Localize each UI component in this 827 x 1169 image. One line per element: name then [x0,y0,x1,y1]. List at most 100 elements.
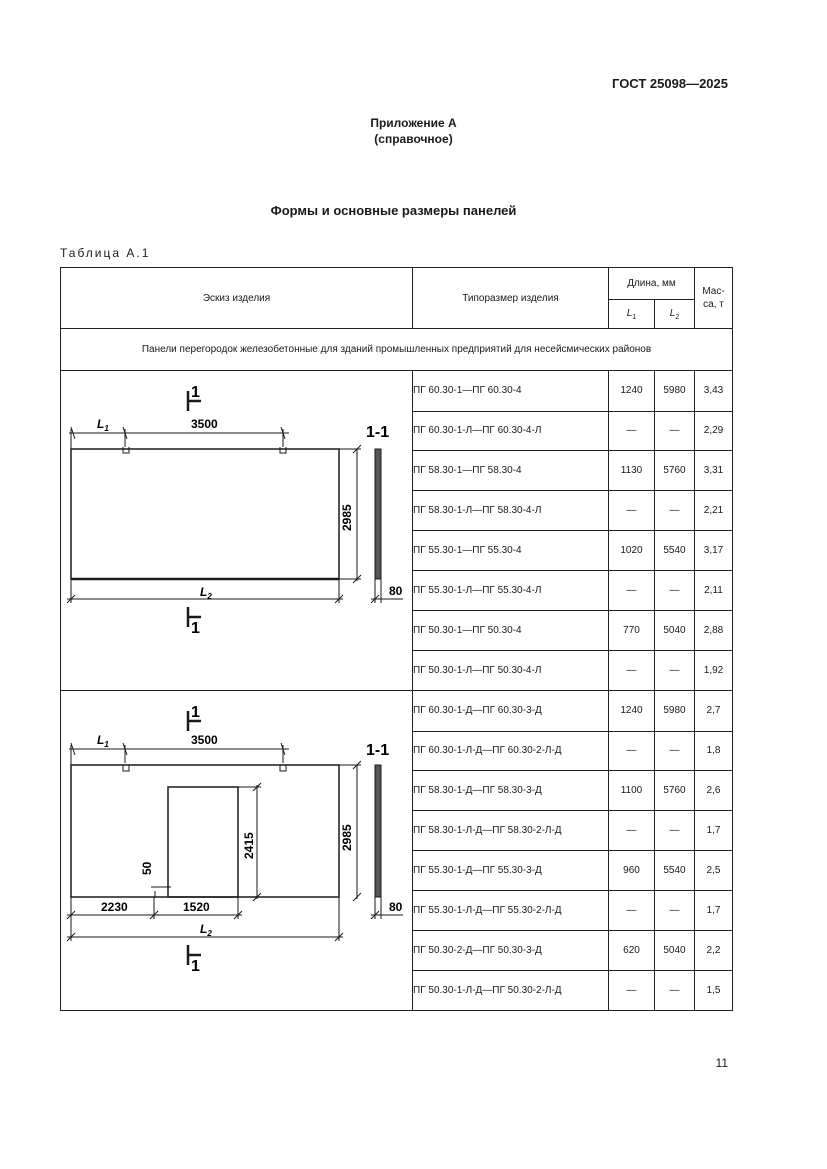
dim-3500: 3500 [191,733,218,747]
row-l1: — [608,490,655,531]
header-l1-text: L [626,307,633,319]
row-l1: 960 [608,849,655,892]
table-row: ПГ 55.30-1-Л-Д—ПГ 55.30-2-Л-Д — — 1,7 [61,890,733,931]
header-mass-text: Мас- са, т [702,286,725,310]
row-mass: 2,21 [694,490,733,531]
table-row: ПГ 58.30-1-Д—ПГ 58.30-3-Д 1100 5760 2,6 [61,769,733,812]
table-row: ПГ 58.30-1-Л-Д—ПГ 58.30-2-Л-Д — — 1,7 [61,810,733,851]
table-row: ПГ 50.30-1—ПГ 50.30-4 770 5040 2,88 [61,609,733,652]
table-row: L1 3500 1 1 1-1 2415 2985 50 2230 1520 L… [60,690,733,1011]
row-l2: — [654,970,695,1011]
table-row: ПГ 50.30-1-Л—ПГ 50.30-4-Л — — 1,92 [61,650,733,691]
standard-code: ГОСТ 25098—2025 [612,76,728,91]
header-l2-text: L [669,307,676,319]
row-l1: — [608,890,655,931]
l2-label: L2 [200,585,212,601]
table-row: ПГ 58.30-1-Л—ПГ 58.30-4-Л — — 2,21 [61,490,733,531]
header-l2-sub: 2 [675,313,680,321]
row-mass: 2,2 [694,929,733,972]
row-mass: 2,88 [694,609,733,652]
sketch-panel-solid: L1 3500 1 1 1-1 2985 L2 80 [60,370,413,691]
annex-subtitle: (справочное) [374,132,453,146]
row-l2: 5980 [654,370,695,412]
row-l2: 5540 [654,849,695,892]
row-l1: 620 [608,929,655,972]
row-l1: 1130 [608,449,655,492]
table-row: L1 3500 1 1 1-1 2985 L2 80 ПГ 60.30-1—ПГ… [60,370,733,691]
row-l2: — [654,730,695,771]
row-l2: — [654,810,695,851]
door-opening [167,786,239,898]
row-name: ПГ 60.30-1—ПГ 60.30-4 [412,370,609,412]
header-sketch: Эскиз изделия [60,267,413,329]
l2-label: L2 [200,922,212,938]
row-l2: 5040 [654,929,695,972]
row-mass: 2,11 [694,570,733,611]
row-l1: — [608,570,655,611]
dim-2230: 2230 [101,900,128,914]
table-label: Таблица А.1 [60,246,151,260]
row-name: ПГ 50.30-2-Д—ПГ 50.30-3-Д [412,929,609,972]
row-mass: 2,29 [694,410,733,451]
section-title: Формы и основные размеры панелей [270,203,517,218]
row-mass: 3,17 [694,529,733,572]
row-mass: 3,43 [694,370,733,412]
section-mark-bottom-label: 1 [191,620,200,637]
header-l1: L1 [608,299,655,329]
dim-1520: 1520 [183,900,210,914]
section-label: 1-1 [366,424,389,441]
table-row: ПГ 60.30-1-Л-Д—ПГ 60.30-2-Л-Д — — 1,8 [61,730,733,771]
header-l2: L2 [654,299,695,329]
row-mass: 2,7 [694,690,733,732]
row-l1: 1020 [608,529,655,572]
row-l2: 5040 [654,609,695,652]
section-strip [374,764,382,898]
row-name: ПГ 60.30-1-Д—ПГ 60.30-3-Д [412,690,609,732]
row-l1: 1240 [608,370,655,412]
table-row: ПГ 50.30-1-Л-Д—ПГ 50.30-2-Л-Д — — 1,5 [61,970,733,1011]
table-row: ПГ 55.30-1-Д—ПГ 55.30-3-Д 960 5540 2,5 [61,849,733,892]
row-l2: 5540 [654,529,695,572]
row-name: ПГ 55.30-1-Д—ПГ 55.30-3-Д [412,849,609,892]
row-mass: 1,7 [694,810,733,851]
row-name: ПГ 60.30-1-Л-Д—ПГ 60.30-2-Л-Д [412,730,609,771]
row-l1: — [608,810,655,851]
row-mass: 2,6 [694,769,733,812]
row-mass: 1,7 [694,890,733,931]
row-l1: — [608,730,655,771]
row-name: ПГ 50.30-1—ПГ 50.30-4 [412,609,609,652]
row-l1: — [608,410,655,451]
dim-2985: 2985 [340,504,354,531]
row-mass: 1,92 [694,650,733,691]
row-mass: 1,5 [694,970,733,1011]
section-label: 1-1 [366,742,389,759]
dim-50: 50 [140,861,154,875]
dim-3500: 3500 [191,417,218,431]
header-length: Длина, мм [608,267,695,300]
row-name: ПГ 58.30-1-Д—ПГ 58.30-3-Д [412,769,609,812]
drawing-door-panel: L1 3500 1 1 1-1 2415 2985 50 2230 1520 L… [66,704,403,975]
row-name: ПГ 58.30-1-Л—ПГ 58.30-4-Л [412,490,609,531]
l1-label: L1 [97,417,109,433]
row-l2: — [654,490,695,531]
group-caption: Панели перегородок железобетонные для зд… [60,328,733,371]
section-mark-top-label: 1 [191,704,200,721]
row-l2: 5760 [654,449,695,492]
row-mass: 2,5 [694,849,733,892]
l1-label: L1 [97,733,109,749]
row-name: ПГ 50.30-1-Л-Д—ПГ 50.30-2-Л-Д [412,970,609,1011]
row-l2: — [654,410,695,451]
header-l1-sub: 1 [632,313,637,321]
sketch-panel-door: L1 3500 1 1 1-1 2415 2985 50 2230 1520 L… [60,690,413,1011]
section-mark-bottom-label: 1 [191,958,200,975]
row-l1: 1240 [608,690,655,732]
panels-table: Эскиз изделия Типоразмер изделия Длина, … [60,267,733,1011]
row-name: ПГ 55.30-1-Л—ПГ 55.30-4-Л [412,570,609,611]
header-mass: Мас- са, т [694,267,733,329]
annex-title: Приложение А [370,116,457,130]
row-l2: 5980 [654,690,695,732]
table-row: ПГ 60.30-1-Л—ПГ 60.30-4-Л — — 2,29 [61,410,733,451]
dim-80: 80 [389,584,403,598]
panel-outline [70,764,340,898]
row-l2: — [654,570,695,611]
